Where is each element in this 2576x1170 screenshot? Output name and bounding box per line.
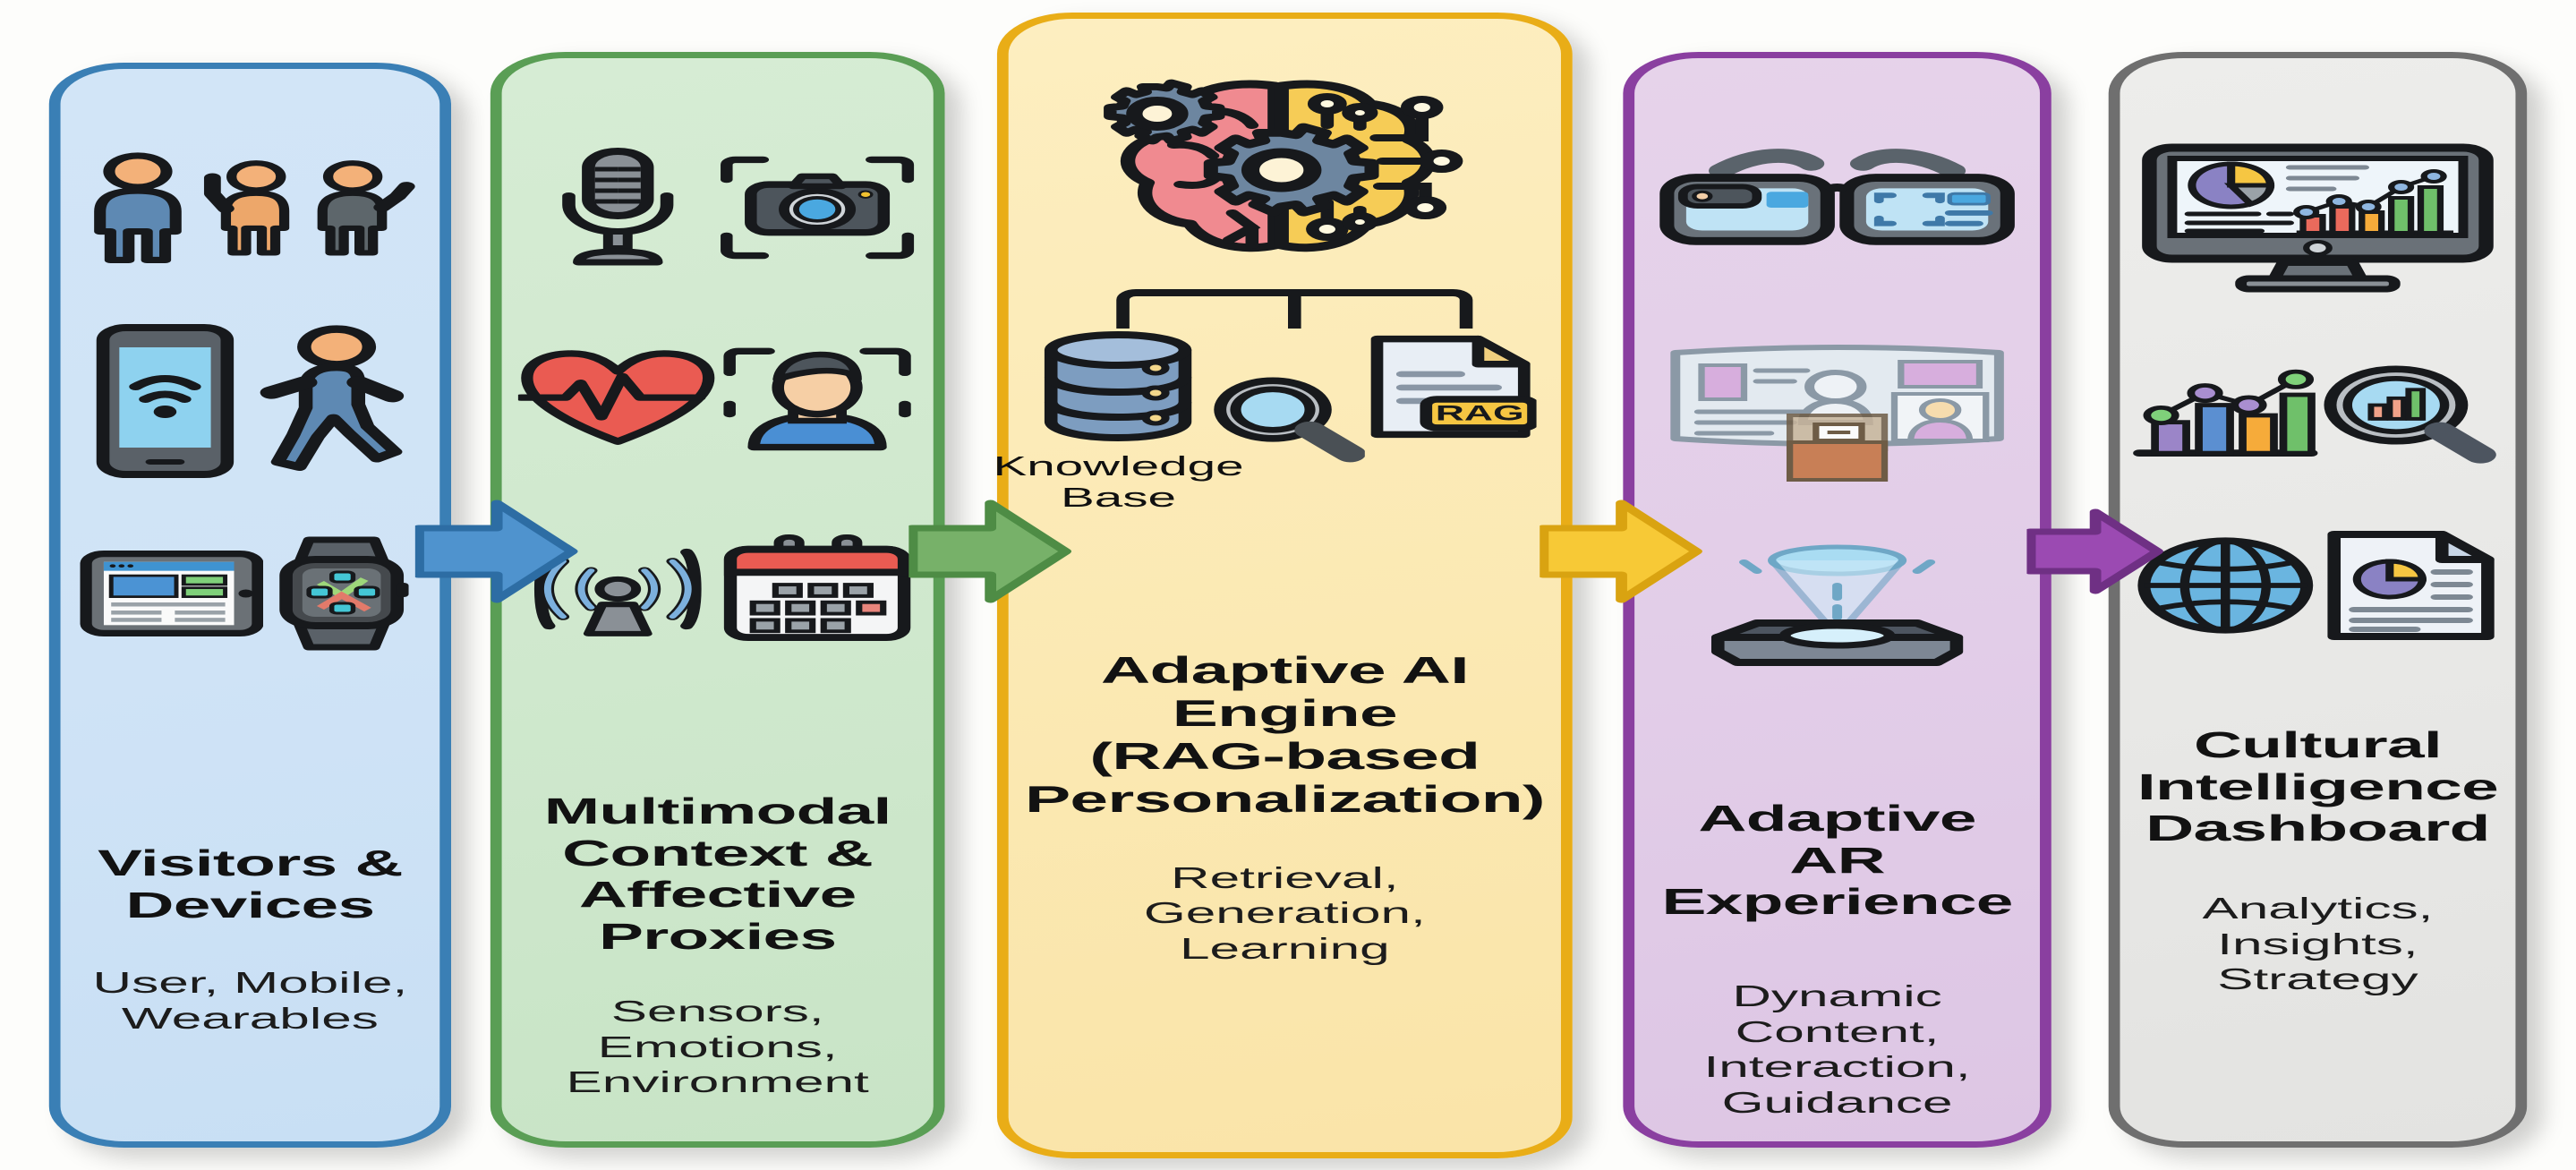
- person-standing-blue-icon: [81, 119, 193, 298]
- brain-gears-circuit-icon: [1025, 64, 1545, 287]
- panel-visitors[interactable]: Visitors & Devices User, Mobile, Wearabl…: [48, 63, 452, 1148]
- person-walking-icon: [250, 298, 420, 504]
- arrow-engine-to-ar: [1537, 498, 1703, 610]
- dashboard-icon-grid: [2133, 330, 2503, 670]
- panel-context[interactable]: Multimodal Context & Affective Proxies S…: [490, 52, 945, 1148]
- calendar-icon: [718, 493, 917, 684]
- panel-dashboard[interactable]: Cultural Intelligence Dashboard Analytic…: [2108, 52, 2528, 1148]
- arrow-ar-to-dashboard: [2024, 507, 2163, 601]
- arrow-context-to-engine: [906, 498, 1072, 610]
- knowledge-base-label: Knowledge Base: [993, 450, 1244, 514]
- smartwatch-icon: [264, 504, 421, 683]
- engine-connector-lines: [1025, 287, 1545, 330]
- bar-line-chart-icon: [2133, 330, 2318, 500]
- panel-ar-subtitle: Dynamic Content, Interaction, Guidance: [1703, 979, 1971, 1119]
- panel-dashboard-text: Cultural Intelligence Dashboard Analytic…: [2133, 724, 2503, 997]
- panel-ar-text: Adaptive AR Experience Dynamic Content, …: [1651, 798, 2023, 1121]
- database-icon: [1038, 330, 1198, 441]
- panel-context-subtitle: Sensors, Emotions, Environment: [566, 994, 869, 1099]
- panel-engine-title: Adaptive AI Engine (RAG-based Personaliz…: [1024, 649, 1545, 820]
- monitor-analytics-icon: [2133, 107, 2503, 330]
- engine-icon-row: Knowledge Base: [993, 330, 1545, 563]
- hologram-projector-icon: [1651, 517, 2023, 687]
- smartphone-wifi-icon: [80, 298, 250, 504]
- person-waving-orange-icon: [194, 119, 306, 298]
- microphone-icon: [518, 112, 718, 303]
- rag-badge-text: RAG: [1436, 401, 1524, 425]
- panel-visitors-subtitle: User, Mobile, Wearables: [92, 966, 408, 1036]
- heart-pulse-icon: [517, 303, 718, 493]
- panel-context-title: Multimodal Context & Affective Proxies: [543, 790, 892, 958]
- panel-ar[interactable]: Adaptive AR Experience Dynamic Content, …: [1623, 52, 2051, 1148]
- panel-visitors-icon-group: [80, 119, 420, 710]
- panel-context-text: Multimodal Context & Affective Proxies S…: [518, 790, 917, 1100]
- ar-content-panel-icon: [1651, 311, 2023, 517]
- panel-ar-title: Adaptive AR Experience: [1661, 798, 2013, 923]
- panel-visitors-text: Visitors & Devices User, Mobile, Wearabl…: [80, 842, 420, 1037]
- globe-icon: [2133, 500, 2317, 670]
- ar-smart-glasses-icon: [1651, 105, 2023, 311]
- person-gesturing-gray-icon: [306, 119, 418, 298]
- face-recognition-icon: [718, 303, 917, 493]
- panel-dashboard-subtitle: Analytics, Insights, Strategy: [2202, 892, 2434, 996]
- panel-dashboard-title: Cultural Intelligence Dashboard: [2137, 724, 2499, 850]
- signal-beacon-icon: [518, 493, 718, 684]
- magnifier-chart-icon: [2317, 330, 2502, 500]
- panel-visitors-title: Visitors & Devices: [97, 842, 404, 926]
- magnifier-icon: [1204, 330, 1366, 466]
- camera-scan-icon: [718, 112, 917, 303]
- panel-engine-subtitle: Retrieval, Generation, Learning: [1143, 860, 1426, 965]
- panel-engine[interactable]: Knowledge Base: [993, 13, 1573, 1158]
- knowledge-base-group: Knowledge Base: [993, 330, 1244, 514]
- tablet-icon: [80, 504, 264, 683]
- arrow-visitors-to-context: [413, 498, 579, 610]
- panel-context-icon-group: [517, 112, 917, 685]
- report-document-icon: [2317, 500, 2502, 670]
- rag-document-icon: RAG: [1365, 330, 1537, 443]
- panel-engine-text: Adaptive AI Engine (RAG-based Personaliz…: [1025, 649, 1545, 966]
